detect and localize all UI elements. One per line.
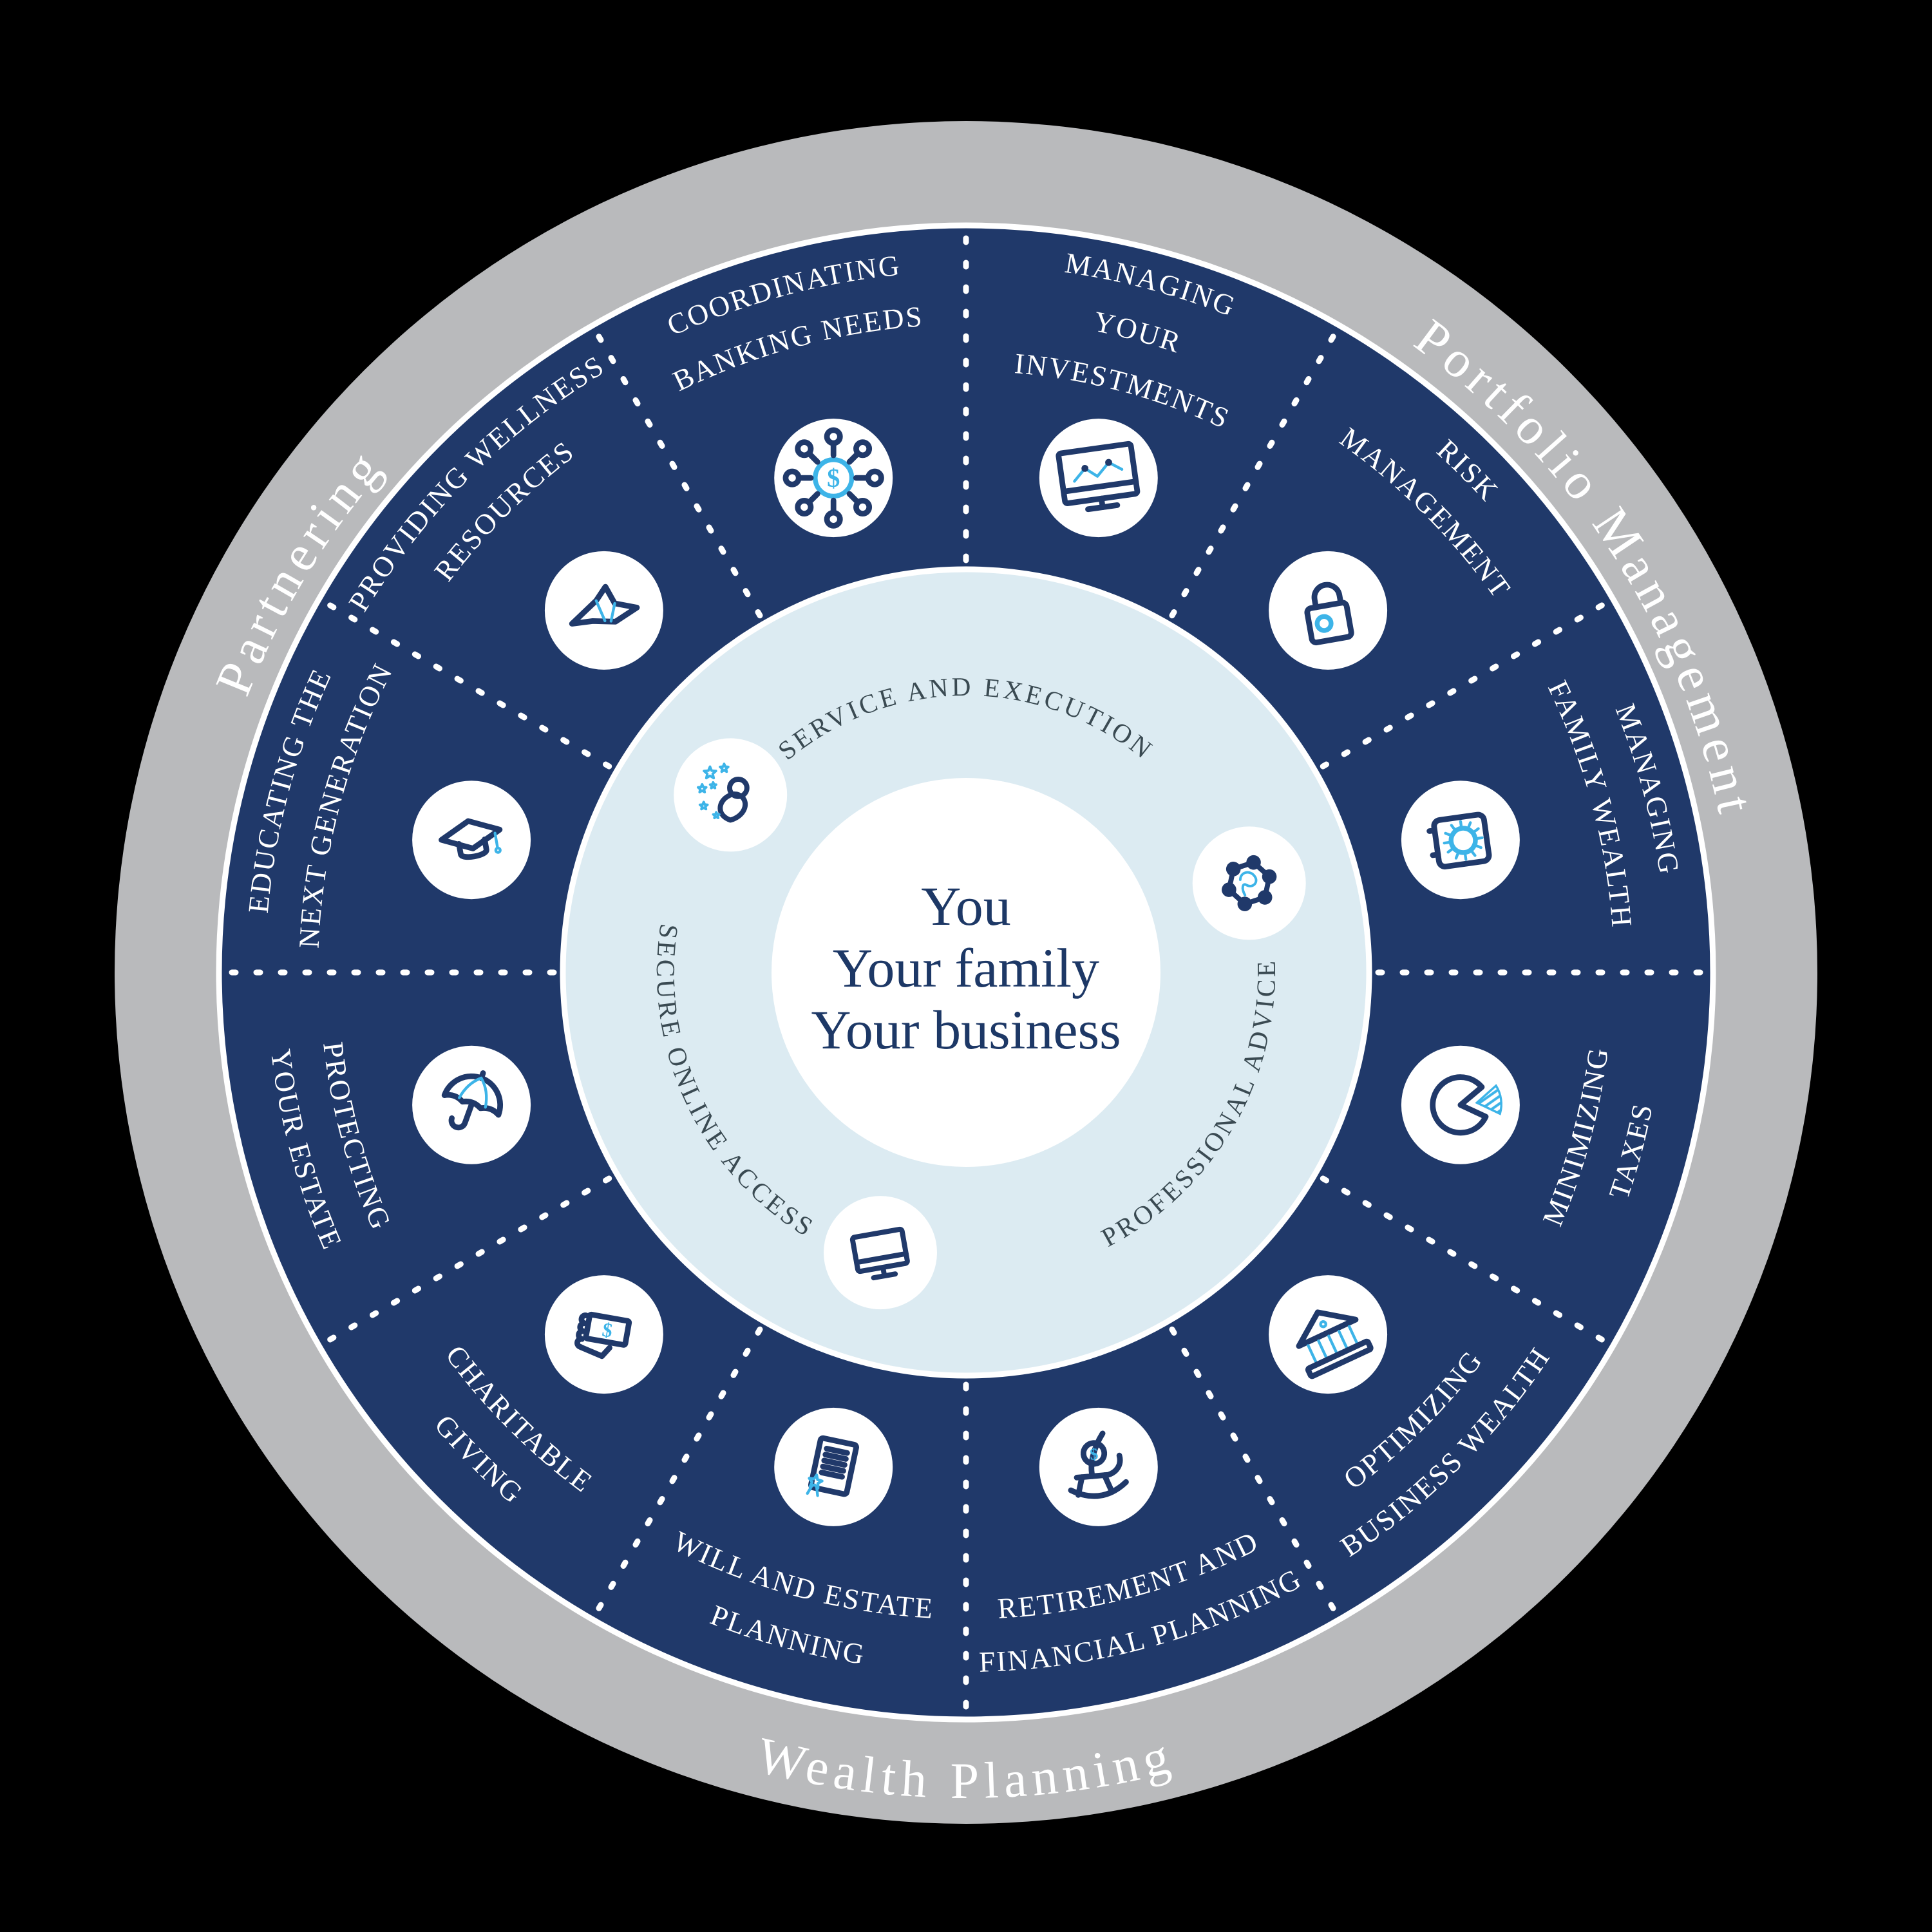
svg-text:$: $ bbox=[827, 464, 840, 493]
svg-text:$: $ bbox=[601, 1318, 614, 1342]
monitor-icon bbox=[849, 1226, 910, 1281]
graduation-cap-icon bbox=[439, 818, 503, 860]
safe-icon bbox=[1426, 811, 1492, 870]
origami-bird-icon bbox=[569, 583, 640, 627]
icon-circle bbox=[1039, 419, 1158, 538]
sector-divider bbox=[320, 1175, 612, 1347]
icon-circle bbox=[412, 781, 531, 900]
network-molecule-icon bbox=[1222, 855, 1277, 911]
sector-divider bbox=[1320, 1175, 1612, 1347]
svg-text:$: $ bbox=[1089, 1444, 1099, 1464]
giving-hand-icon: $ bbox=[574, 1311, 632, 1359]
icon-circle bbox=[544, 551, 663, 670]
icon-circle bbox=[1269, 551, 1388, 670]
sector-divider bbox=[1320, 598, 1612, 770]
icon-circle bbox=[1039, 1407, 1158, 1526]
person-stars-icon bbox=[696, 762, 750, 823]
bank-icon bbox=[1296, 1309, 1374, 1379]
center-text-line: Your business bbox=[811, 999, 1121, 1061]
center-text-line: Your family bbox=[833, 937, 1099, 999]
sector-divider bbox=[592, 1326, 763, 1618]
icon-circle bbox=[1192, 826, 1306, 940]
will-document-icon bbox=[806, 1435, 859, 1497]
monitor-chart-icon bbox=[1056, 440, 1141, 513]
icon-circle bbox=[774, 419, 893, 538]
sector-divider bbox=[1169, 1326, 1340, 1618]
umbrella-icon bbox=[441, 1070, 504, 1131]
sector-divider bbox=[592, 327, 763, 619]
pie-chart-icon bbox=[1430, 1074, 1502, 1136]
icon-circle bbox=[544, 1275, 663, 1394]
sector-divider bbox=[1169, 327, 1340, 619]
banking-network-icon: $ bbox=[782, 427, 884, 529]
sector-divider bbox=[320, 598, 612, 770]
center-text-line: You bbox=[921, 875, 1011, 937]
padlock-icon bbox=[1304, 582, 1354, 646]
center-circle bbox=[772, 778, 1160, 1167]
icon-circle bbox=[1401, 781, 1520, 900]
icon-circle bbox=[824, 1196, 937, 1310]
rocking-chair-icon: $ bbox=[1068, 1430, 1129, 1499]
